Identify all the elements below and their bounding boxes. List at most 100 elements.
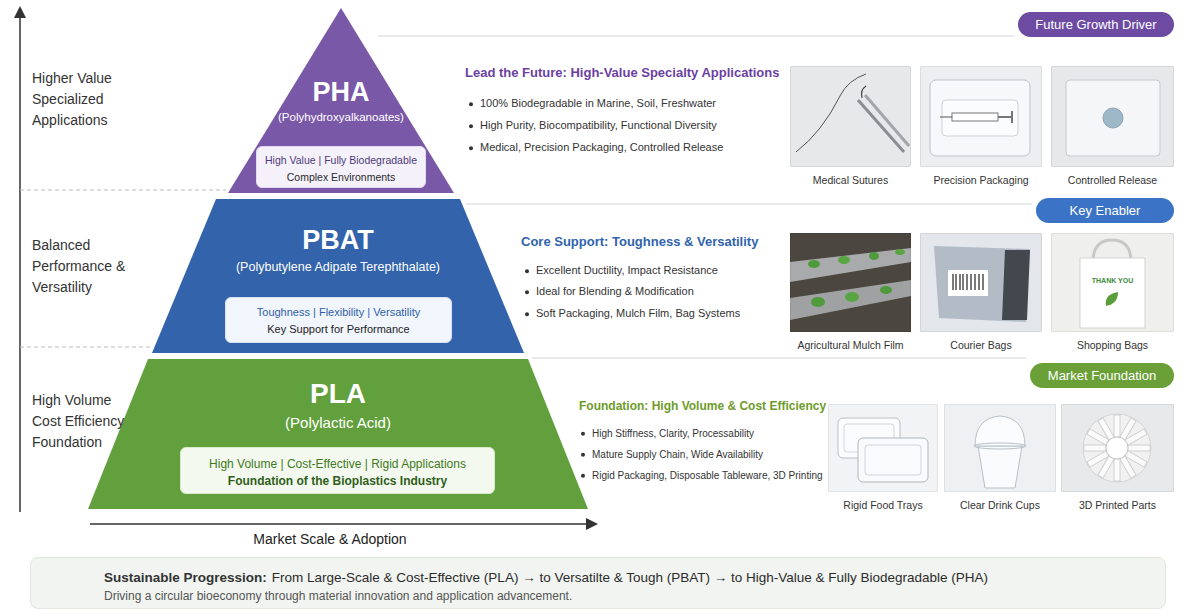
image-caption: Agricultural Mulch Film <box>791 339 910 352</box>
image-caption: Rigid Food Trays <box>829 499 937 512</box>
bullet-text: Mature Supply Chain, Wide Availability <box>592 449 763 462</box>
bullet-text: Excellent Ductility, Impact Resistance <box>536 264 718 278</box>
feature-box: High Volume | Cost-Effective | Rigid App… <box>180 447 495 494</box>
cup-photo <box>978 446 1022 488</box>
courier-photo <box>948 270 988 296</box>
separator-line <box>466 204 1032 205</box>
mulch-photo <box>880 286 892 294</box>
courier-photo <box>920 233 1042 332</box>
bullet-text: High Purity, Biocompatibility, Functiona… <box>480 119 717 133</box>
section-heading: Lead the Future: High-Value Specialty Ap… <box>465 65 779 81</box>
sutures-photo <box>862 86 867 98</box>
bullet-text: Ideal for Blending & Modification <box>536 285 694 299</box>
courier-photo <box>955 274 956 290</box>
mulch-photo <box>869 252 879 260</box>
tier-subtitle: (Polylactic Acid) <box>88 414 588 432</box>
mulch-photo <box>808 260 820 268</box>
banner-heading: Sustainable Progression: <box>104 570 267 585</box>
axis-label: Balanced Performance & Versatility <box>32 235 129 298</box>
badge-pill: Key Enabler <box>1036 198 1174 223</box>
bullet-text: Medical, Precision Packaging, Controlled… <box>480 141 723 155</box>
badge-text: Key Enabler <box>1036 203 1174 219</box>
image-panel: Courier Bags <box>920 233 1042 332</box>
gear-photo <box>1087 451 1109 467</box>
gear-photo <box>1061 404 1174 492</box>
courier-photo <box>1002 250 1030 320</box>
packaging-photo <box>920 66 1042 167</box>
courier-photo <box>982 274 983 290</box>
mulch-photo <box>790 233 911 332</box>
packaging-photo <box>952 113 998 121</box>
release-photo <box>1103 108 1123 128</box>
tier-fill <box>152 199 524 353</box>
mulch-photo <box>838 256 850 264</box>
tier-subtitle: (Polyhydroxyalkanoates) <box>228 111 454 125</box>
gear-photo <box>1084 445 1106 451</box>
feature-text: Complex Environments <box>257 171 425 184</box>
gear-photo <box>1083 414 1151 482</box>
mulch-photo <box>811 297 825 307</box>
packaging-photo <box>942 100 1018 136</box>
image-panel: Precision Packaging <box>920 66 1042 167</box>
packaging-photo <box>940 117 952 118</box>
dashed-divider <box>20 190 226 191</box>
gear-photo <box>1114 459 1120 481</box>
feature-box: High Value | Fully BiodegradableComplex … <box>256 146 426 188</box>
cup-photo <box>944 404 1056 492</box>
feature-text: Foundation of the Bioplastics Industry <box>181 474 494 488</box>
badge-text: Market Foundation <box>1030 368 1174 384</box>
axis-title: Market Scale & Adoption <box>230 531 430 549</box>
packaging-photo <box>998 116 1012 118</box>
cup-photo <box>974 443 1026 449</box>
section-heading: Foundation: High Volume & Cost Efficienc… <box>579 399 826 414</box>
image-panel: Clear Drink Cups <box>944 404 1056 492</box>
gear-photo <box>1106 437 1128 459</box>
axis-arrows <box>14 6 26 18</box>
shopping-bag-photo <box>1080 258 1145 328</box>
axis-arrows <box>586 518 598 530</box>
gear-photo <box>1125 429 1147 445</box>
feature-box: Toughness | Flexibility | VersatilityKey… <box>225 297 452 343</box>
packaging-photo <box>920 66 1042 167</box>
gear-photo <box>1120 456 1136 478</box>
separator-line <box>532 358 1026 359</box>
image-caption: Precision Packaging <box>921 174 1041 187</box>
sutures-photo <box>858 100 904 152</box>
summary-banner: Sustainable Progression:From Large-Scale… <box>30 557 1166 609</box>
courier-photo <box>953 274 983 290</box>
image-panel: Agricultural Mulch Film <box>790 233 911 332</box>
image-caption: Controlled Release <box>1052 174 1173 187</box>
sutures-photo <box>796 74 866 152</box>
courier-photo <box>952 274 953 290</box>
gear-photo <box>1098 418 1114 440</box>
image-caption: Courier Bags <box>921 339 1041 352</box>
bag-print: THANK YOU <box>1082 277 1143 286</box>
tier-trapezoid: PLA(Polylactic Acid)High Volume | Cost-E… <box>88 359 588 509</box>
badge-text: Future Growth Driver <box>1018 17 1174 33</box>
badge-pill: Future Growth Driver <box>1018 12 1174 37</box>
axis-label: High Volume Cost Efficiency Foundation <box>32 390 129 453</box>
cup-photo <box>944 404 1056 492</box>
banner-line: Sustainable Progression:From Large-Scale… <box>104 570 988 585</box>
image-panel: 3D Printed Parts <box>1061 404 1174 492</box>
separator-line <box>378 36 1014 37</box>
axis-arrows <box>19 16 21 512</box>
feature-text: High Volume | Cost-Effective | Rigid App… <box>181 457 494 471</box>
tier-subtitle: (Polybutylene Adipate Terephthalate) <box>152 260 524 275</box>
mulch-photo <box>845 292 859 302</box>
gear-photo <box>1084 415 1150 481</box>
courier-photo <box>920 233 1042 332</box>
image-caption: 3D Printed Parts <box>1062 499 1173 512</box>
image-caption: Medical Sutures <box>791 174 910 187</box>
courier-photo <box>970 274 971 290</box>
gear-photo <box>1061 404 1174 492</box>
image-caption: Clear Drink Cups <box>945 499 1055 512</box>
mulch-photo <box>790 280 911 320</box>
image-panel: Controlled Release <box>1051 66 1174 167</box>
trays-photo <box>858 438 928 482</box>
trays-photo <box>865 445 921 475</box>
gear-photo <box>1128 445 1150 451</box>
bullet-text: Soft Packaging, Mulch Film, Bag Systems <box>536 307 740 321</box>
badge-pill: Market Foundation <box>1030 363 1174 388</box>
axis-arrows <box>90 523 588 525</box>
